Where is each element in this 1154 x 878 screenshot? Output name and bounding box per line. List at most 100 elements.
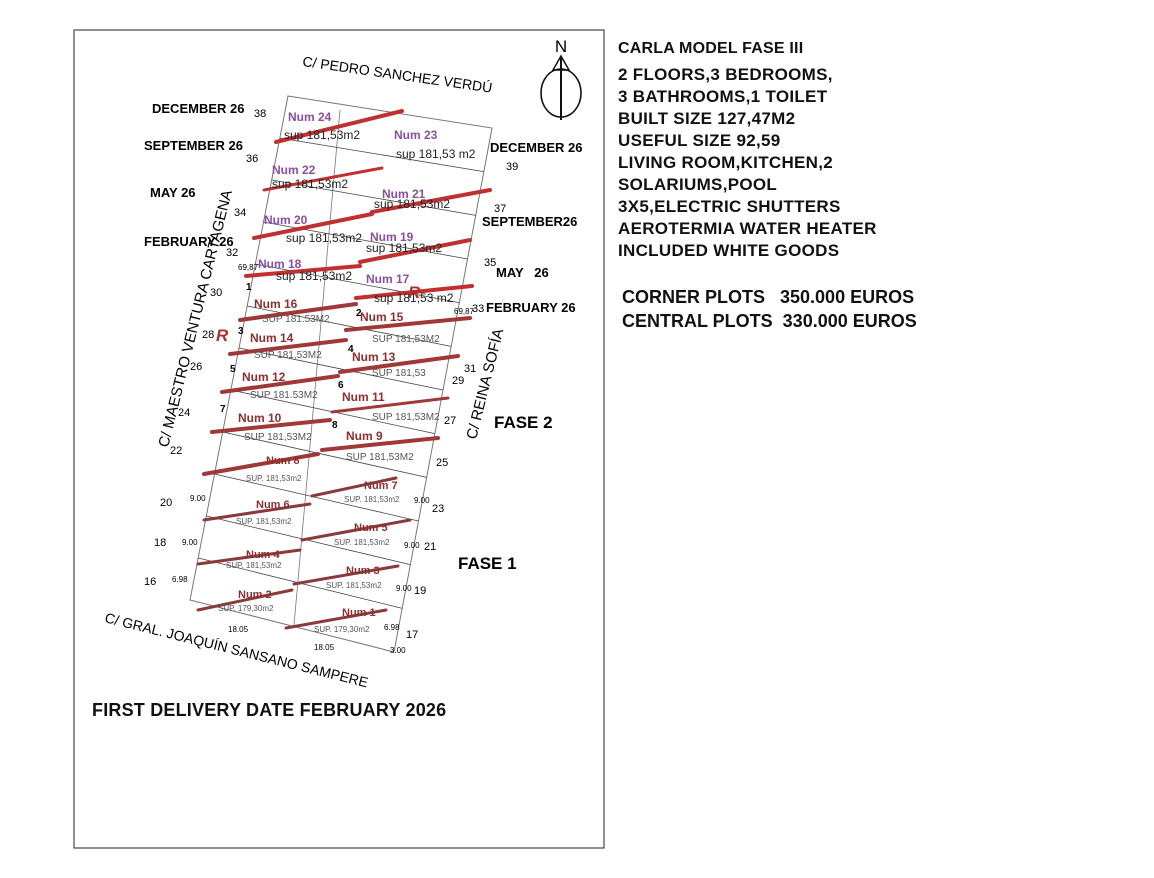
reserved-mark: R [216,326,229,345]
corner-number: 7 [220,404,226,415]
plot-divider-line [354,284,474,300]
house-number: 20 [160,497,172,509]
plot-dividers [196,109,492,630]
house-number: 35 [484,257,496,269]
plot-divider-line [344,316,472,332]
plot-number: Num 16 [254,297,298,311]
plot-surface: sup 181,53m2 [284,128,360,142]
house-number: 34 [234,207,246,219]
house-number: 21 [424,541,436,553]
plot-surface: sup 181,53 m2 [396,147,476,161]
plot-surface: sup 181,53m2 [374,197,450,211]
grid-line [279,137,484,173]
plot-number: Num 5 [354,522,388,534]
plot-number: Num 19 [370,230,414,244]
plot-surface: sup 181,53m2 [366,241,442,255]
phase-1-label: FASE 1 [458,554,517,573]
plot-divider-line [330,396,450,414]
date-left-may: MAY 26 [150,185,196,200]
plot-divider-line [196,548,302,566]
plot-divider-line [358,238,472,264]
plot-surface: SUP. 181,53m2 [326,581,382,590]
plot-number: Num 8 [266,455,300,467]
dimension-label: 18.05 [228,625,249,634]
house-number: 36 [246,153,258,165]
map-frame [73,29,605,849]
plot-number: Num 4 [246,549,281,561]
plot-number: Num 11 [342,390,385,404]
plot-divider-line [244,264,362,278]
plot-number: Num 14 [250,331,294,345]
plot-number: Num 1 [342,607,376,619]
corner-number: 1 [246,282,252,293]
plot-surface: SUP. 181,53m2 [246,474,302,483]
central-plots-price: CENTRAL PLOTS 330.000 EUROS [622,311,917,331]
plot-surface: sup 181,53m2 [286,231,362,245]
plot-divider-line [274,109,404,144]
plot-divider-line [196,588,294,612]
house-number: 23 [432,503,444,515]
date-left-sep: SEPTEMBER 26 [144,138,243,153]
dimension-label: 6.98 [172,575,188,584]
plot-divider-line [262,166,384,192]
plot-divider-line [300,518,412,542]
house-number: 31 [464,363,476,375]
grid-line [271,179,476,216]
plot-surface: SUP 181,53M2 [244,432,312,443]
plot-number: Num 18 [258,257,302,271]
plot-surface: SUP. 179,30m2 [314,625,370,634]
house-number: 33 [472,303,484,315]
north-compass-icon: N [540,37,582,120]
house-number: 39 [506,161,518,173]
house-number: 30 [210,287,222,299]
house-number: 25 [436,457,448,469]
plot-divider-line [210,418,332,434]
plot-number: Num 3 [346,565,380,577]
info-line: AEROTERMIA WATER HEATER [618,219,877,238]
plot-surface: SUP. 181,53m2 [226,561,282,570]
date-right-feb: FEBRUARY 26 [486,300,576,315]
date-left-dec: DECEMBER 26 [152,101,244,116]
plot-surface: SUP 181.53M2 [262,314,330,325]
house-number: 38 [254,108,266,120]
date-right-sep: SEPTEMBER26 [482,214,577,229]
plot-surface: sup 181,53m2 [276,269,352,283]
dimension-label: 9.00 [182,538,198,547]
corner-number: 3 [238,326,244,337]
plot-number: Num 12 [242,370,286,384]
house-number: 17 [406,629,418,641]
house-number: 26 [190,361,202,373]
house-number: 28 [202,329,214,341]
plot-number: Num 24 [288,110,332,124]
corner-number: 2 [356,308,362,319]
plot-divider-line [320,436,440,452]
plot-surface: SUP. 181,53m2 [344,495,400,504]
plot-divider-line [228,338,348,356]
house-number: 27 [444,415,456,427]
dimension-label: 18.05 [314,643,335,652]
dimension-label: 69,87 [454,307,475,316]
corner-number: 6 [338,380,344,391]
corner-number: 5 [230,364,236,375]
phase-2-label: FASE 2 [494,413,553,432]
plot-divider-line [238,302,358,322]
corner-number: 4 [348,344,354,355]
plot-divider-line [310,476,398,498]
plot-divider-line [202,502,312,522]
plot-number: Num 17 [366,272,410,286]
plot-surface: SUP 181,53 [372,368,426,379]
info-title: CARLA MODEL FASE III [618,40,804,57]
plot-number: Num 13 [352,350,396,364]
plot-surface: SUP 181,53M2 [346,452,414,463]
plot-surface: SUP 181,53M2 [254,350,322,361]
plot-number: Num 2 [238,589,272,601]
house-number: 22 [170,445,182,457]
dimension-label: 3.00 [390,646,406,655]
north-label: N [555,37,567,56]
plot-number: Num 10 [238,411,282,425]
plot-number: Num 20 [264,213,308,227]
plot-divider-line [292,564,400,586]
